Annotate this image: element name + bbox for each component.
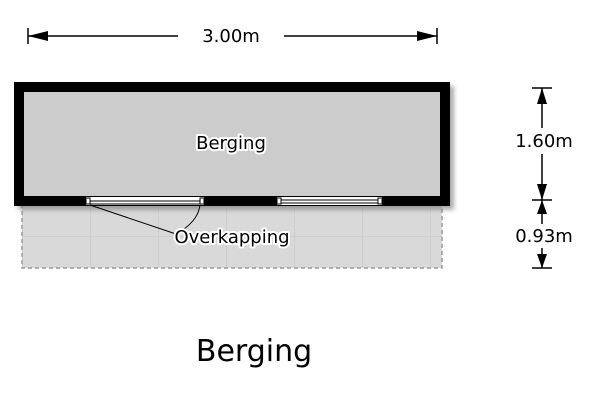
room-depth-label: 1.60m	[515, 131, 573, 152]
depth-dimension	[532, 87, 552, 269]
width-dimension	[27, 28, 438, 44]
room-label: Berging	[196, 133, 266, 154]
room-floor	[24, 92, 440, 196]
canopy-depth-label: 0.93m	[515, 226, 573, 247]
window	[276, 197, 383, 205]
door	[85, 197, 205, 235]
plan-title: Berging	[196, 334, 312, 369]
canopy-label: Overkapping	[174, 227, 289, 248]
canopy-area	[22, 204, 442, 268]
canopy-outline	[21, 204, 443, 269]
width-dimension-label: 3.00m	[202, 26, 260, 47]
